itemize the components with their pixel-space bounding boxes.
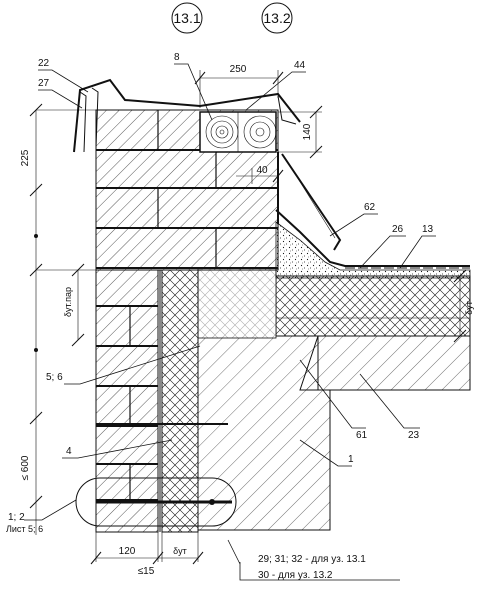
note-13-1: 29; 31; 32 - для уз. 13.1 [258,554,366,565]
roof-membrane [275,209,470,269]
svg-text:13.1: 13.1 [173,10,200,26]
dim-ins-bottom: δут [173,546,187,556]
callout-44: 44 [294,60,306,71]
callout-1: 1 [348,454,354,465]
dim-40: 40 [256,165,268,176]
bubble-13-2: 13.2 [261,2,293,34]
bubble-13-1: 13.1 [171,2,203,34]
bottom-dim-line [90,532,204,565]
dim-140: 140 [302,123,313,140]
dim-600: ≤ 600 [20,455,31,480]
callout-sheet: Лист 5; 6 [6,524,43,534]
tie-oval [75,477,237,527]
dim-line-40 [236,168,284,184]
anchor-ties [96,423,232,505]
vapour-dim-line [71,263,85,347]
dim-250: 250 [230,64,247,75]
callout-61: 61 [356,430,368,441]
callout-27: 27 [38,78,50,89]
flashing-62 [277,152,342,251]
top-dim-line-250 [194,70,284,108]
callout-1-2: 1; 2 [8,512,25,523]
callout-23: 23 [408,430,420,441]
dim-15: ≤15 [138,566,155,577]
right-ins-dim-line [453,269,467,343]
callout-13: 13 [422,224,434,235]
callout-4: 4 [66,446,72,457]
dim-225: 225 [20,149,31,166]
wall-insulation-column [159,269,199,533]
brick-wall [95,109,279,533]
callout-62: 62 [364,202,376,213]
callout-8: 8 [174,52,180,63]
wall-insulation-61 [197,267,277,339]
gravel-layer [275,221,471,279]
callout-26: 26 [392,224,404,235]
dim-vapour: δут.пар [63,287,73,317]
dim-line-140 [278,105,323,159]
timber-block [199,111,277,153]
note-13-2: 30 - для уз. 13.2 [258,570,333,581]
leader-lines [24,63,436,581]
svg-text:13.2: 13.2 [263,10,290,26]
precast-slab [299,335,471,391]
callout-5-6: 5; 6 [46,372,63,383]
dim-ins-right: δут [464,301,474,315]
roof-insulation [275,275,471,337]
callout-22: 22 [38,58,50,69]
dim-120: 120 [119,546,136,557]
left-dimension-line [29,103,96,535]
